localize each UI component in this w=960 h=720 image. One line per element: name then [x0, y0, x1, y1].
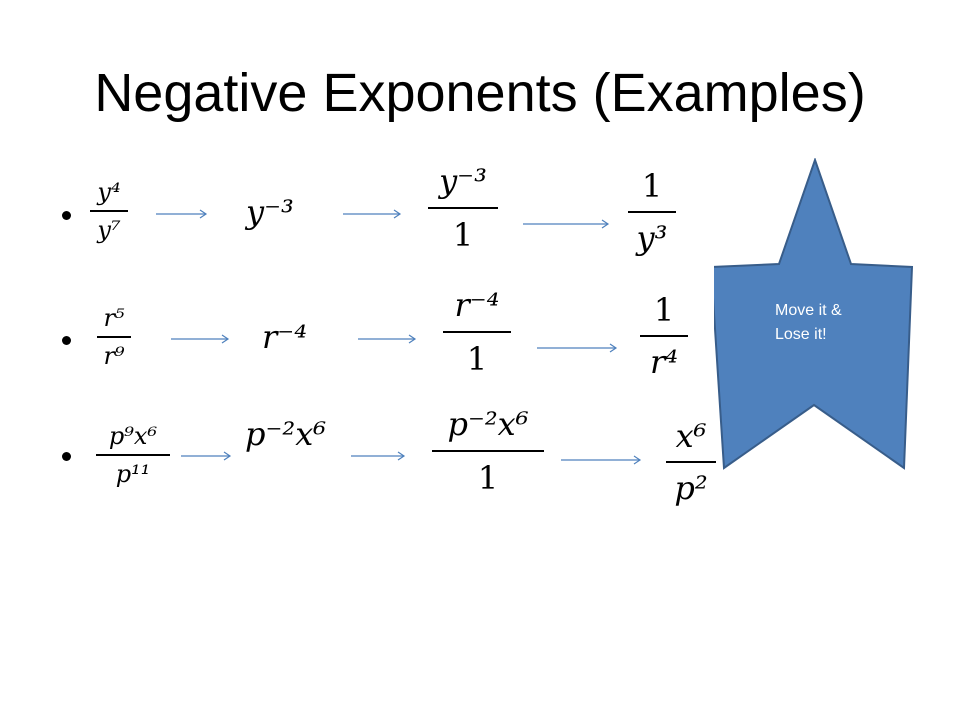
fraction-row-2-start: r⁵ r⁹: [97, 306, 131, 368]
star-polygon: [714, 158, 914, 470]
numerator: y⁻³: [439, 162, 487, 200]
arrow-row-2-a: [171, 334, 230, 344]
bullet-row-2: [62, 336, 71, 345]
arrow-row-1-c: [523, 219, 610, 229]
fraction-row-3-over-one: p⁻²x⁶ 1: [432, 408, 544, 494]
arrow-row-3-b: [351, 451, 406, 461]
fraction-row-1-start: y⁴ y⁷: [90, 180, 128, 242]
bullet-row-3: [62, 452, 71, 461]
fraction-bar: [428, 207, 498, 209]
expression-row-3-simplified: p⁻²x⁶: [245, 415, 327, 453]
fraction-bar: [90, 210, 128, 212]
fraction-bar: [443, 331, 511, 333]
denominator: y³: [636, 219, 668, 257]
fraction-bar: [97, 336, 131, 338]
bullet-row-1: [62, 211, 71, 220]
numerator: 1: [641, 167, 663, 205]
star-callout-shape: [714, 158, 914, 470]
denominator: r⁴: [649, 343, 679, 381]
numerator: p⁹x⁶: [108, 422, 158, 450]
fraction-bar: [666, 461, 716, 463]
fraction-bar: [628, 211, 676, 213]
denominator: 1: [466, 340, 488, 378]
denominator: r⁹: [103, 342, 125, 370]
fraction-bar: [432, 450, 544, 452]
numerator: y⁴: [97, 178, 121, 206]
numerator: 1: [653, 291, 675, 329]
fraction-row-1-result: 1 y³: [628, 170, 676, 254]
fraction-row-2-over-one: r⁻⁴ 1: [443, 289, 511, 375]
arrow-row-2-c: [537, 343, 618, 353]
arrow-row-2-b: [358, 334, 417, 344]
arrow-row-1-a: [156, 209, 208, 219]
arrow-row-3-a: [181, 451, 232, 461]
denominator: p²: [674, 469, 708, 507]
fraction-bar: [640, 335, 688, 337]
arrow-row-3-c: [561, 455, 642, 465]
denominator: p¹¹: [115, 460, 151, 488]
slide-title: Negative Exponents (Examples): [94, 63, 866, 123]
star-callout-text: Move it & Lose it!: [775, 302, 842, 343]
expression-row-2-simplified: r⁻⁴: [262, 318, 308, 356]
fraction-bar: [96, 454, 170, 456]
numerator: x⁶: [675, 417, 707, 455]
denominator: 1: [452, 216, 474, 254]
expression-row-1-simplified: y⁻³: [246, 193, 294, 231]
fraction-row-2-result: 1 r⁴: [640, 294, 688, 378]
fraction-row-3-result: x⁶ p²: [666, 420, 716, 504]
denominator: 1: [477, 459, 499, 497]
arrow-row-1-b: [343, 209, 402, 219]
denominator: y⁷: [97, 216, 121, 244]
numerator: r⁻⁴: [454, 286, 500, 324]
fraction-row-3-start: p⁹x⁶ p¹¹: [96, 424, 170, 486]
fraction-row-1-over-one: y⁻³ 1: [428, 165, 498, 251]
numerator: p⁻²x⁶: [447, 405, 529, 443]
numerator: r⁵: [103, 304, 125, 332]
